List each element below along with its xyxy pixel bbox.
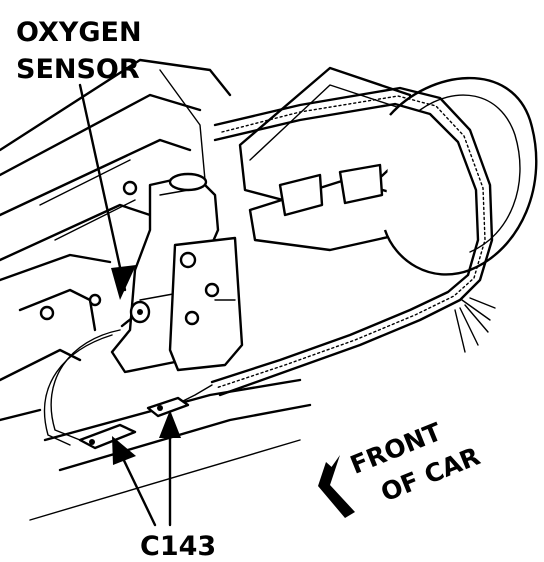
connector-label: C143 — [140, 531, 216, 562]
c143-pointer-left — [112, 436, 157, 527]
exhaust-manifold — [110, 172, 244, 374]
oxygen-sensor-pointer — [78, 83, 136, 300]
oxygen-sensor-label-line1: OXYGEN — [16, 17, 142, 48]
front-direction-arrow — [318, 455, 355, 518]
oxygen-sensor-label-line2: SENSOR — [16, 54, 140, 85]
engine-block — [0, 58, 312, 521]
brake-booster — [383, 76, 538, 276]
c143-pointer-right — [159, 410, 181, 527]
c143-connector — [78, 396, 190, 450]
wiring-conduit — [43, 86, 496, 446]
